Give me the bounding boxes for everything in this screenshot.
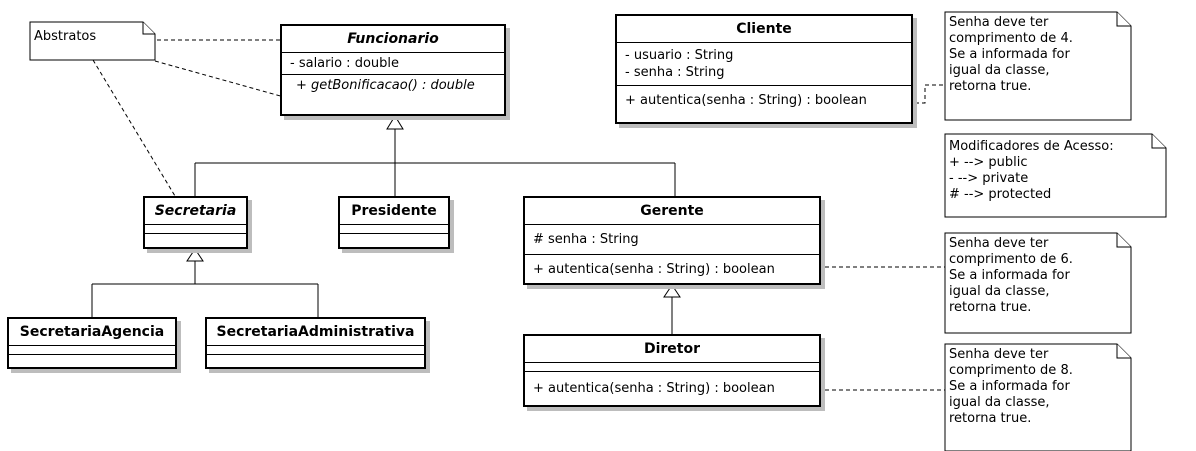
class-name: Gerente bbox=[525, 198, 819, 225]
note-line: comprimento de 8. bbox=[949, 363, 1073, 378]
class-method: + autentica(senha : String) : boolean bbox=[625, 93, 867, 108]
class-name: Cliente bbox=[617, 16, 911, 43]
note-anchor bbox=[908, 84, 945, 104]
class-name: Presidente bbox=[340, 198, 448, 225]
note-shape-gerente bbox=[944, 232, 1132, 334]
class-method: + autentica(senha : String) : boolean bbox=[533, 381, 775, 396]
class-attribute: - usuario : String bbox=[625, 48, 734, 63]
note-line: Senha deve ter bbox=[949, 347, 1049, 362]
note-line: igual da classe, bbox=[949, 395, 1050, 410]
note-shape-abstratos bbox=[29, 21, 156, 61]
note-line: Se a informada for bbox=[949, 268, 1070, 283]
note-line: - --> private bbox=[949, 171, 1029, 186]
note-modificadores: Modificadores de Acesso: + --> public - … bbox=[945, 134, 1166, 217]
class-name: SecretariaAdministrativa bbox=[207, 319, 424, 346]
class-methods bbox=[9, 355, 175, 363]
class-attributes: # senha : String bbox=[525, 225, 819, 255]
note-shape-diretor bbox=[944, 343, 1132, 451]
class-secretaria-agencia: SecretariaAgencia bbox=[7, 317, 177, 369]
note-line: Se a informada for bbox=[949, 379, 1070, 394]
inheritance-arrowhead bbox=[186, 248, 204, 262]
class-methods: + getBonificacao() : double bbox=[282, 75, 504, 96]
note-line: + --> public bbox=[949, 155, 1028, 170]
note-gerente: Senha deve ter comprimento de 6. Se a in… bbox=[945, 233, 1131, 333]
note-line: igual da classe, bbox=[949, 63, 1050, 78]
class-methods bbox=[207, 355, 424, 363]
class-funcionario: Funcionario - salario : double + getBoni… bbox=[280, 24, 506, 116]
class-attributes bbox=[525, 363, 819, 372]
inheritance-arrowhead bbox=[663, 284, 681, 298]
class-secretaria-administrativa: SecretariaAdministrativa bbox=[205, 317, 426, 369]
class-attribute: - senha : String bbox=[625, 65, 725, 80]
class-methods bbox=[145, 234, 246, 242]
class-attributes: - usuario : String - senha : String bbox=[617, 43, 911, 86]
note-line: Senha deve ter bbox=[949, 236, 1049, 251]
note-shape-modificadores bbox=[944, 133, 1167, 218]
note-line: Modificadores de Acesso: bbox=[949, 139, 1114, 154]
class-attributes: - salario : double bbox=[282, 53, 504, 75]
note-line: Se a informada for bbox=[949, 47, 1070, 62]
inheritance-arrowhead bbox=[386, 115, 404, 130]
generalization-to-secretaria bbox=[91, 248, 319, 317]
note-line: comprimento de 6. bbox=[949, 252, 1073, 267]
class-secretaria: Secretaria bbox=[143, 196, 248, 249]
note-shape-cliente bbox=[944, 11, 1132, 121]
class-attributes bbox=[145, 225, 246, 234]
class-methods: + autentica(senha : String) : boolean bbox=[525, 255, 819, 280]
note-anchor bbox=[154, 60, 285, 98]
note-line: retorna true. bbox=[949, 79, 1032, 94]
class-name: Diretor bbox=[525, 336, 819, 363]
class-method: + getBonificacao() : double bbox=[296, 78, 475, 93]
class-method: + autentica(senha : String) : boolean bbox=[533, 262, 775, 277]
note-abstratos: Abstratos bbox=[30, 22, 155, 60]
class-attributes bbox=[9, 346, 175, 355]
note-line: retorna true. bbox=[949, 411, 1032, 426]
class-presidente: Presidente bbox=[338, 196, 450, 249]
note-line: Senha deve ter bbox=[949, 15, 1049, 30]
class-cliente: Cliente - usuario : String - senha : Str… bbox=[615, 14, 913, 124]
note-line: igual da classe, bbox=[949, 284, 1050, 299]
generalization-to-gerente bbox=[663, 284, 681, 334]
note-line: Abstratos bbox=[34, 29, 97, 44]
class-diretor: Diretor + autentica(senha : String) : bo… bbox=[523, 334, 821, 407]
class-methods: + autentica(senha : String) : boolean bbox=[617, 86, 911, 111]
class-attribute: # senha : String bbox=[533, 232, 639, 247]
class-name: Funcionario bbox=[282, 26, 504, 53]
note-anchor bbox=[92, 59, 176, 197]
generalization-to-funcionario bbox=[194, 115, 676, 196]
note-line: retorna true. bbox=[949, 300, 1032, 315]
note-line: comprimento de 4. bbox=[949, 31, 1073, 46]
class-methods: + autentica(senha : String) : boolean bbox=[525, 372, 819, 399]
class-methods bbox=[340, 234, 448, 242]
class-gerente: Gerente # senha : String + autentica(sen… bbox=[523, 196, 821, 285]
class-name: Secretaria bbox=[145, 198, 246, 225]
class-attributes bbox=[340, 225, 448, 234]
note-cliente: Senha deve ter comprimento de 4. Se a in… bbox=[945, 12, 1131, 120]
class-attributes bbox=[207, 346, 424, 355]
note-diretor: Senha deve ter comprimento de 8. Se a in… bbox=[945, 344, 1131, 451]
class-attribute: - salario : double bbox=[290, 56, 400, 71]
note-line: # --> protected bbox=[949, 187, 1052, 202]
class-name: SecretariaAgencia bbox=[9, 319, 175, 346]
